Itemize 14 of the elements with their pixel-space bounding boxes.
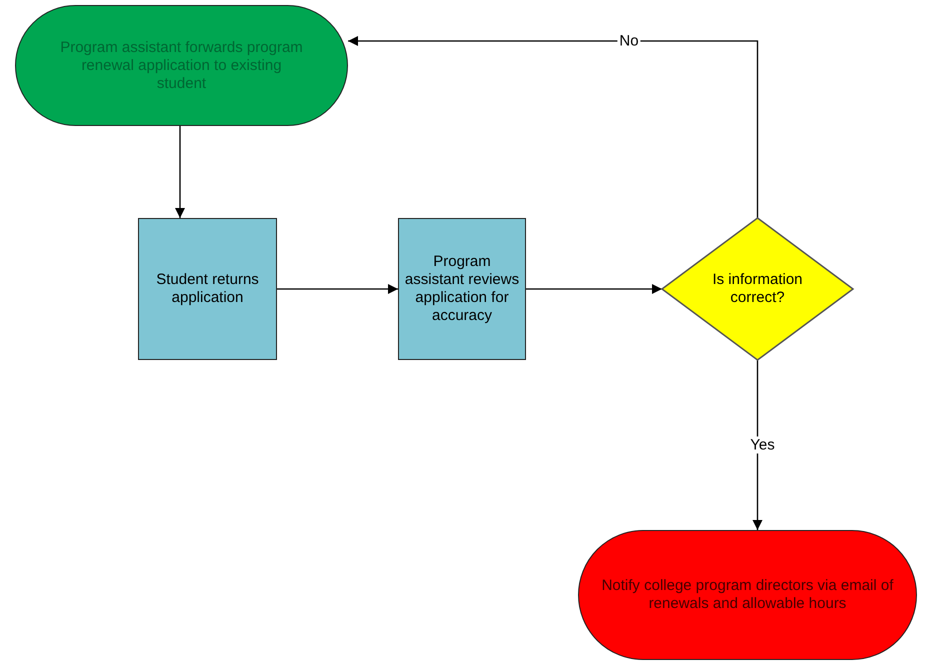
node-text: Program assistant reviews application for accuracy — [404, 253, 520, 325]
node-text: Notify college program directors via email of renewals and allowable hours — [600, 577, 894, 613]
node-text: Program assistant forwards program renewal application to existing student — [59, 38, 304, 92]
node-text: Student returns application — [155, 271, 260, 307]
arrow — [277, 284, 398, 294]
decision-diamond — [662, 218, 853, 360]
arrow — [752, 360, 762, 530]
edge-label: Yes — [748, 436, 777, 454]
arrow — [526, 284, 662, 294]
arrow — [348, 36, 758, 218]
process-box — [138, 218, 277, 360]
arrow — [175, 126, 185, 218]
node-text: Is information correct? — [711, 271, 804, 307]
process-box — [398, 218, 526, 360]
